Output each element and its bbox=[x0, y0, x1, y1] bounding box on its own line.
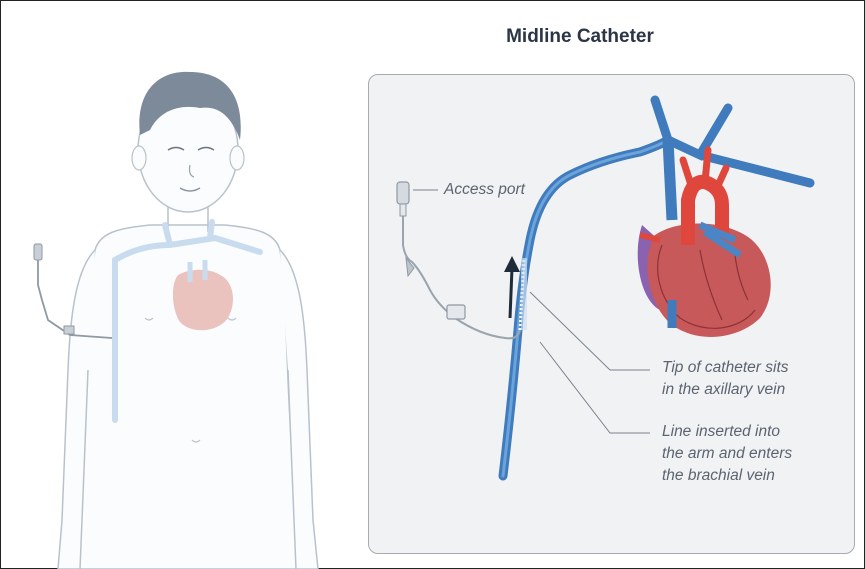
label-tip-line-1: Tip of catheter sits bbox=[662, 358, 789, 378]
direction-arrow-icon bbox=[510, 268, 512, 318]
leader-tip bbox=[530, 292, 650, 370]
vein-main bbox=[503, 140, 668, 476]
vein-jugular-left bbox=[655, 100, 668, 140]
access-port-icon bbox=[397, 182, 409, 204]
label-line-2: the arm and enters bbox=[662, 444, 792, 464]
label-tip-line-2: in the axillary vein bbox=[662, 380, 785, 400]
label-access-port: Access port bbox=[444, 180, 525, 200]
heart-body bbox=[647, 224, 770, 337]
label-line-1: Line inserted into bbox=[662, 422, 780, 442]
label-line-3: the brachial vein bbox=[662, 466, 775, 486]
wing-connector-icon bbox=[447, 305, 465, 319]
